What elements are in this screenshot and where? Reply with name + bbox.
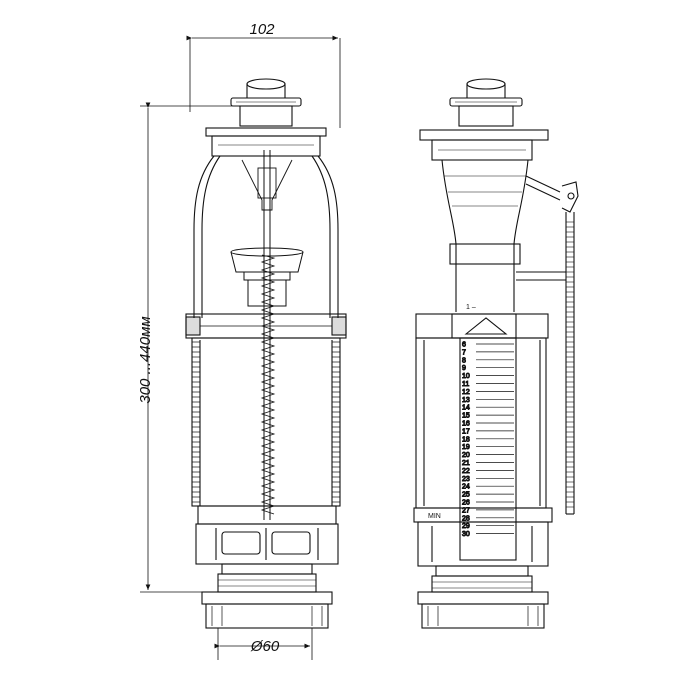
right-tube	[441, 159, 529, 312]
scale-number: 18	[462, 436, 470, 443]
right-float-scale	[451, 313, 517, 561]
right-body	[415, 313, 549, 509]
spring-coil	[260, 254, 276, 515]
left-top-frame	[193, 127, 339, 318]
scale-number: 8	[462, 357, 466, 364]
scale-number: 16	[462, 421, 470, 428]
scale-number: 7	[462, 349, 466, 356]
dimension-bottom-diameter: Ø60	[214, 628, 313, 660]
scale-number: 10	[462, 373, 470, 380]
scale-number: 15	[462, 413, 470, 420]
left-body-ribs	[192, 341, 340, 503]
scale-number: 26	[462, 500, 470, 507]
scale-number: 29	[462, 523, 470, 530]
right-push-button	[449, 78, 523, 127]
right-base	[413, 507, 553, 629]
scale-number: 17	[462, 428, 470, 435]
left-push-button	[230, 78, 302, 127]
scale-number: 14	[462, 405, 470, 412]
right-lever-arm	[516, 175, 579, 515]
scale-number: 24	[462, 484, 470, 491]
scale-number: 21	[462, 460, 470, 467]
width-label: 102	[249, 21, 275, 38]
scale-number: 25	[462, 492, 470, 499]
left-clamp-band	[185, 313, 347, 339]
scale-number: 23	[462, 476, 470, 483]
scale-number: 9	[462, 365, 466, 372]
left-body	[191, 337, 341, 507]
left-spring	[260, 254, 276, 515]
scale-number: 28	[462, 515, 470, 522]
scale-numbers: 6789101112131415161718192021222324252627…	[462, 341, 471, 539]
right-side-view: 1 – MIN 67891011121314151617181920212223…	[413, 78, 579, 629]
scale-number: 22	[462, 468, 470, 475]
min-label: MIN	[428, 513, 441, 520]
right-rod-notches	[566, 221, 574, 508]
dimension-top-width: 102	[186, 21, 341, 128]
scale-number: 13	[462, 397, 470, 404]
scale-top-label: 1 –	[466, 304, 476, 311]
scale-number: 20	[462, 452, 470, 459]
left-cup	[230, 247, 304, 307]
scale-number: 12	[462, 389, 470, 396]
left-front-view	[185, 78, 347, 629]
scale-number: 6	[462, 342, 466, 349]
scale-number: 27	[462, 507, 470, 514]
right-top-flange	[419, 129, 549, 161]
scale-number: 30	[462, 531, 470, 538]
left-base	[195, 505, 339, 629]
scale-lines	[476, 343, 514, 534]
left-stem	[241, 150, 293, 520]
diameter-label: Ø60	[250, 638, 280, 655]
scale-number: 19	[462, 444, 470, 451]
dimension-height: 300 ...440мм	[137, 102, 240, 593]
height-label: 300 ...440мм	[137, 316, 154, 403]
scale-number: 11	[462, 381, 469, 388]
